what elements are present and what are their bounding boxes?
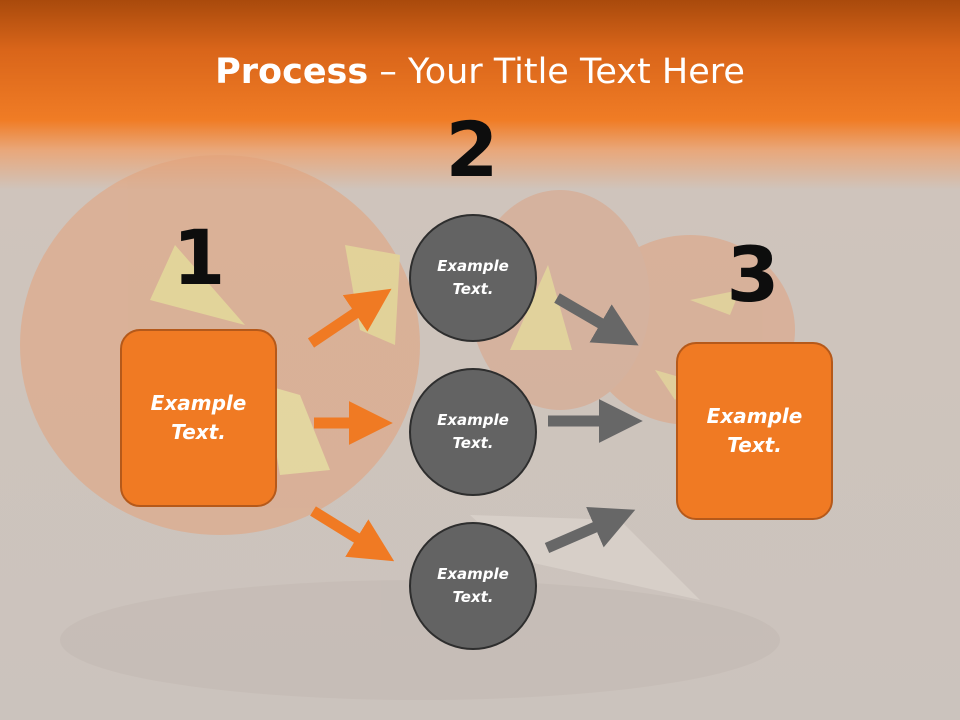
circle-2: Example Text.: [409, 368, 537, 496]
circle-1: Example Text.: [409, 214, 537, 342]
step-number-2: 2: [445, 105, 499, 194]
arrow-circle-3-to-right: [544, 507, 636, 554]
left-box-text: Example Text.: [150, 391, 247, 444]
circle-3: Example Text.: [409, 522, 537, 650]
circle-3-text: Example Text.: [437, 565, 509, 606]
circle-2-text: Example Text.: [437, 411, 509, 452]
right-process-box: Example Text.: [676, 342, 833, 520]
left-process-box: Example Text.: [120, 329, 277, 507]
arrow-left-to-circle-1: [307, 288, 392, 348]
step-number-1: 1: [172, 213, 226, 302]
arrow-circle-1-to-right: [554, 293, 639, 346]
slide-title: Process – Your Title Text Here: [0, 52, 960, 92]
title-rest: Your Title Text Here: [407, 52, 745, 92]
title-bold: Process: [215, 52, 369, 92]
circle-1-text: Example Text.: [437, 257, 509, 298]
step-number-3: 3: [726, 230, 780, 319]
title-separator: –: [368, 52, 408, 92]
right-box-text: Example Text.: [706, 404, 803, 457]
arrow-left-to-circle-3: [310, 506, 395, 562]
